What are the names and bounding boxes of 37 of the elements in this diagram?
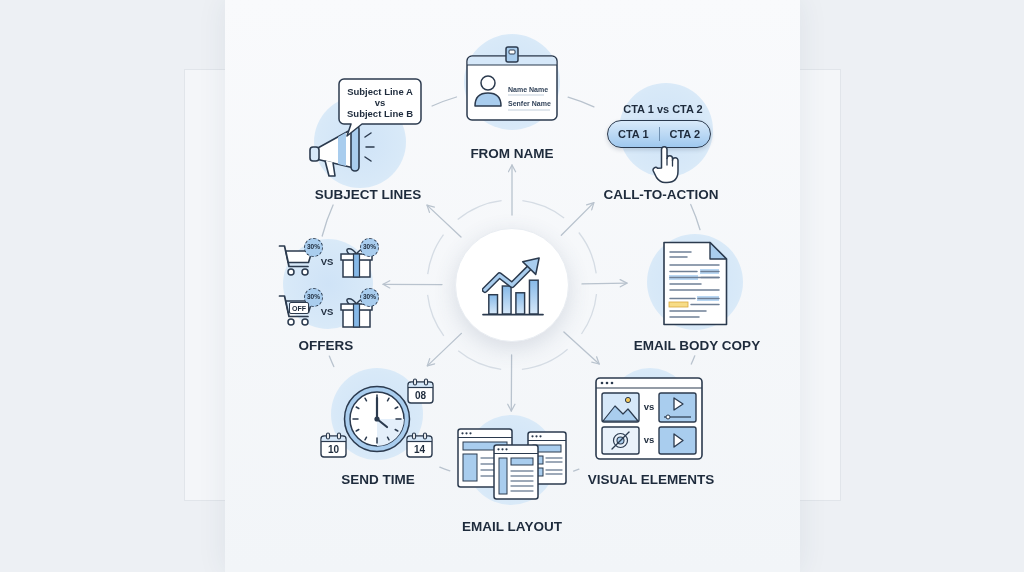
ring-arc-line: [567, 96, 595, 108]
ring-arc-line: [690, 203, 701, 231]
section-title: EMAIL BODY COPY: [633, 338, 761, 354]
section-title: OFFERS: [298, 338, 354, 354]
section-title: SUBJECT LINES: [314, 187, 422, 203]
vs-label: vs: [643, 434, 655, 446]
subject-text: Subject Line A: [347, 86, 413, 98]
ring-arc-line: [321, 204, 334, 237]
ring-arc-line: [572, 468, 580, 472]
arrow: [507, 354, 516, 412]
vs-label: VS: [320, 256, 334, 268]
section-title: VISUAL ELEMENTS: [587, 472, 715, 488]
vs-label: VS: [320, 306, 334, 318]
subject-text: Subject Line B: [347, 108, 413, 120]
ring-arc-line: [431, 96, 458, 107]
comparison-text: CTA 1 vs CTA 2: [623, 102, 703, 116]
ring-arc-line: [439, 466, 451, 472]
ring-arc-line: [328, 355, 335, 368]
arrow: [563, 331, 600, 365]
arrow: [507, 164, 517, 216]
section-title: EMAIL LAYOUT: [462, 519, 562, 535]
arrow: [382, 280, 443, 289]
subject-text: vs: [374, 97, 386, 109]
arrow: [426, 332, 463, 367]
section-title: FROM NAME: [470, 146, 554, 162]
arrow: [426, 204, 462, 238]
ring-arc-line: [690, 355, 696, 365]
vs-label: vs: [643, 401, 655, 413]
arrow: [581, 279, 628, 288]
section-title: CALL-TO-ACTION: [603, 187, 719, 203]
section-title: SEND TIME: [341, 472, 415, 488]
cta-label: CTA 2: [658, 127, 701, 141]
date-number: 10: [327, 443, 340, 456]
date-number: 08: [414, 389, 427, 402]
arrow: [560, 201, 595, 236]
cta-label: CTA 1: [617, 127, 650, 141]
date-number: 14: [413, 443, 426, 456]
